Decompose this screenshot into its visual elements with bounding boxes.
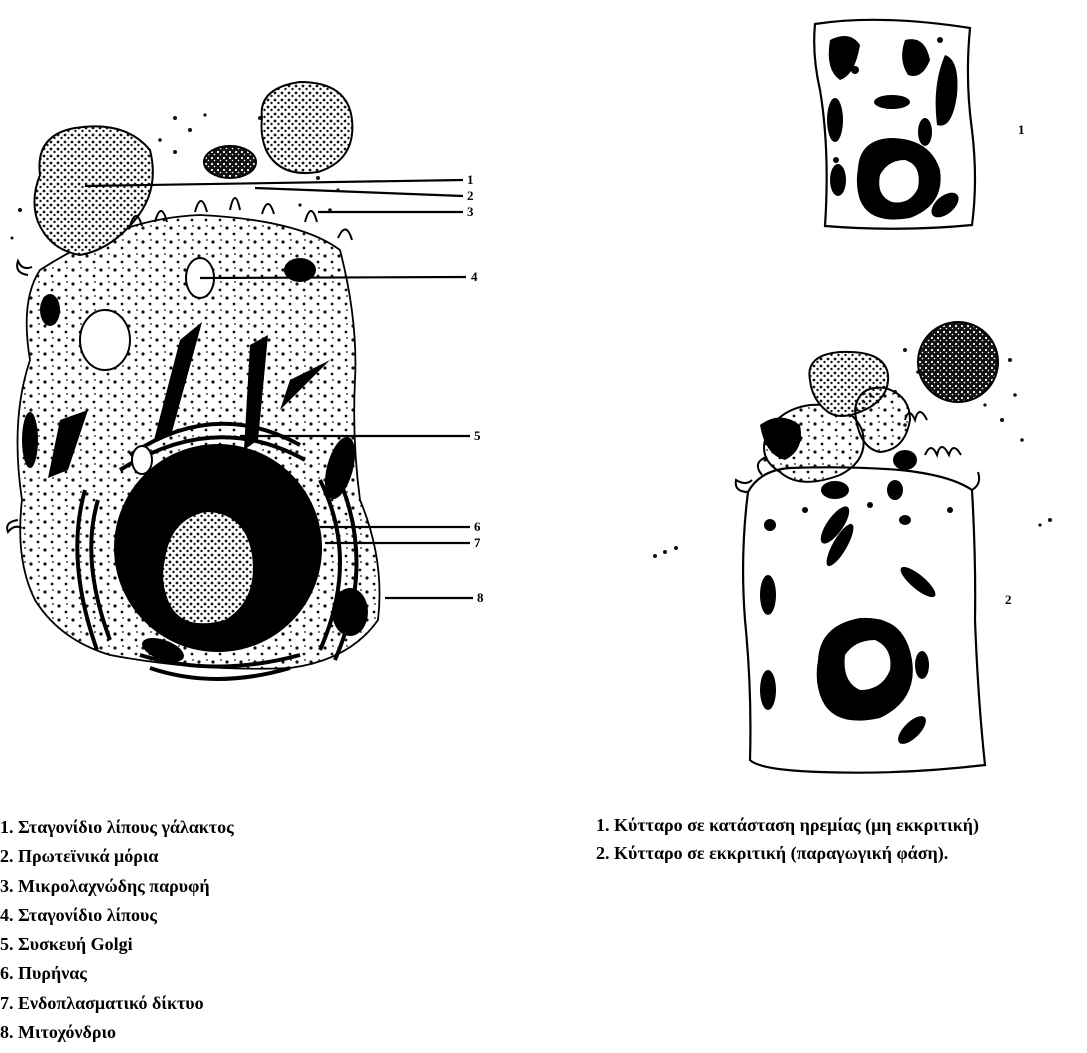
legend-item: 2. Πρωτεϊνικά μόρια	[0, 842, 234, 871]
callout-2: 2	[467, 188, 474, 203]
protein-droplet	[204, 146, 256, 178]
detailed-secretory-cell: 1 2 3 4 5 6 7 8	[7, 82, 484, 679]
cell-state-legend: 1. Κύτταρο σε κατάσταση ηρεμίας (μη εκκρ…	[596, 811, 979, 867]
lipid-droplet	[80, 310, 130, 370]
resting-cell: 1	[814, 20, 1024, 229]
released-fat-droplet	[918, 322, 998, 402]
legend-item: 1. Σταγονίδιο λίπους γάλακτος	[0, 813, 234, 842]
callout-3: 3	[467, 204, 474, 219]
callout-5: 5	[474, 428, 481, 443]
callout-8: 8	[477, 590, 484, 605]
callout-1: 1	[467, 172, 474, 187]
legend-item: 4. Σταγονίδιο λίπους	[0, 901, 234, 930]
legend-item: 7. Ενδοπλασματικό δίκτυο	[0, 989, 234, 1018]
callout-6: 6	[474, 519, 481, 534]
milk-fat-droplet-2	[262, 82, 353, 173]
secreting-cell: 2	[653, 322, 1052, 773]
callout-7: 7	[474, 535, 481, 550]
callout-4: 4	[471, 269, 478, 284]
organelle-legend: 1. Σταγονίδιο λίπους γάλακτος 2. Πρωτεϊν…	[0, 813, 234, 1047]
legend-item: 8. Μιτοχόνδριο	[0, 1018, 234, 1047]
legend-item: 3. Μικρολαχνώδης παρυφή	[0, 872, 234, 901]
lipid-droplet-3	[132, 446, 152, 474]
legend-item: 1. Κύτταρο σε κατάσταση ηρεμίας (μη εκκρ…	[596, 811, 979, 839]
legend-item: 5. Συσκευή Golgi	[0, 930, 234, 959]
legend-item: 2. Κύτταρο σε εκκριτική (παραγωγική φάση…	[596, 839, 979, 867]
resting-cell-label: 1	[1018, 122, 1025, 137]
legend-item: 6. Πυρήνας	[0, 959, 234, 988]
secreting-cell-label: 2	[1005, 592, 1012, 607]
